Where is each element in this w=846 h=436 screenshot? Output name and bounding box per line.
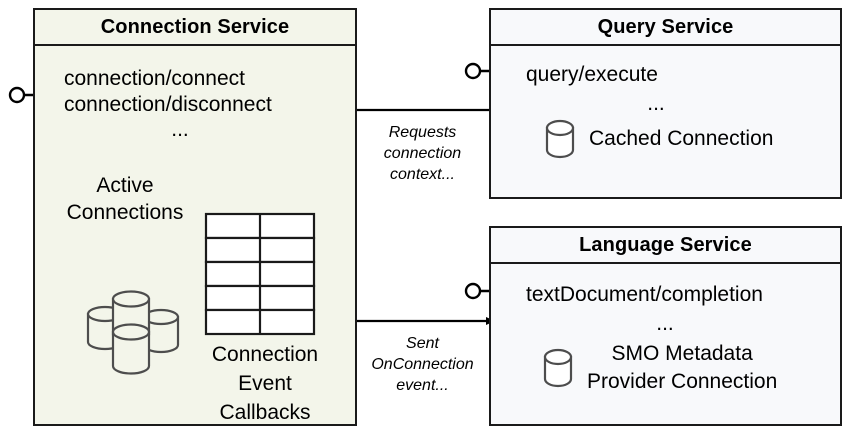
edge-label-query-to-connection: Requests connection context... [357,122,488,185]
query-service-title: Query Service [597,15,734,38]
smo-label-line2: Provider Connection [587,370,778,393]
api-textdocument-completion[interactable]: textDocument/completion [526,283,763,306]
edge-label-line2: OnConnection [371,356,474,373]
component-connection-service[interactable]: Connection Service connection/connect co… [33,8,357,426]
edge-label-line3: event... [396,377,449,394]
connection-service-header: Connection Service [35,10,355,46]
cached-connection-row: Cached Connection [545,118,773,160]
database-icon [545,119,575,159]
component-language-service[interactable]: Language Service textDocument/completion… [489,226,842,426]
edge-label-line1: Requests [388,124,457,141]
api-connection-disconnect[interactable]: connection/disconnect [64,93,272,116]
connection-service-ellipsis: ... [171,118,189,141]
query-service-ellipsis: ... [647,92,665,115]
cached-connection-label: Cached Connection [589,127,774,150]
api-query-execute[interactable]: query/execute [526,63,658,86]
language-service-title: Language Service [579,233,752,256]
active-connections-label-line1: Active [96,174,154,197]
query-service-header: Query Service [491,10,840,46]
connection-service-api-list: connection/connect connection/disconnect [64,66,272,118]
edge-label-line1: Sent [406,335,439,352]
edge-label-line2: connection [383,145,462,162]
connection-service-title: Connection Service [100,15,290,38]
component-query-service[interactable]: Query Service query/execute ... Cached C… [489,8,842,199]
edge-label-connection-to-language: Sent OnConnection event... [357,333,488,396]
language-service-header: Language Service [491,228,840,264]
active-connections-label: Active Connections [45,172,205,226]
api-connection-connect[interactable]: connection/connect [64,67,245,90]
callbacks-label-line3: Callbacks [219,401,311,424]
smo-metadata-provider-row: SMO Metadata Provider Connection [543,340,777,396]
connection-event-callbacks-label: Connection Event Callbacks [175,340,355,427]
active-connections-label-line2: Connections [66,201,184,224]
connection-event-callbacks-table-icon [204,212,316,336]
callbacks-label-line2: Event [238,372,292,395]
callbacks-label-line1: Connection [211,343,319,366]
smo-metadata-provider-label: SMO Metadata Provider Connection [587,340,777,396]
language-service-ellipsis: ... [656,312,674,335]
database-icon [543,348,573,388]
smo-label-line1: SMO Metadata [611,342,753,365]
database-cluster-icon [86,290,180,375]
edge-label-line3: context... [390,166,455,183]
